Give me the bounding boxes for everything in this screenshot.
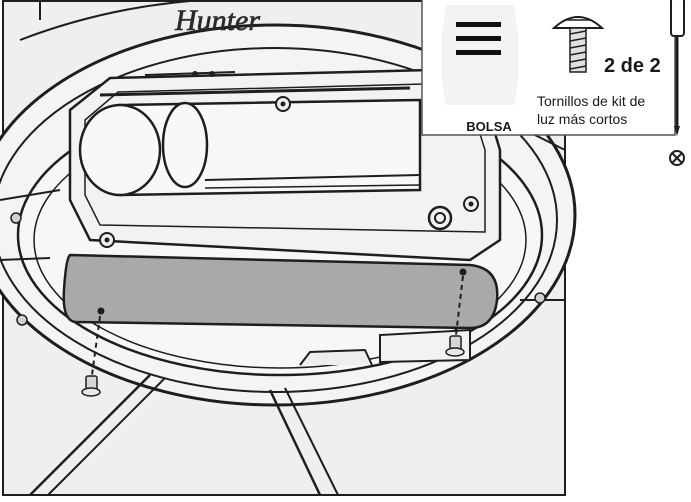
phillips-icon [669, 150, 685, 166]
rim-screw [10, 212, 546, 326]
mount-screw [99, 232, 115, 248]
mount-screw [275, 96, 291, 112]
screw-caption-line2: luz más cortos [537, 111, 627, 127]
screw-icon [551, 16, 605, 73]
parts-callout: BOLSA 2 de 2 Tornillos de kit de luz más… [421, 0, 676, 136]
wire-nut [427, 205, 453, 231]
cover-screw [81, 375, 101, 397]
screw-caption-line1: Tornillos de kit de [537, 93, 645, 109]
screw-count: 2 de 2 [604, 55, 661, 77]
bag-icon: BOLSA [441, 5, 519, 134]
bag-label: BOLSA [466, 119, 512, 134]
switch-cover-plate [62, 253, 499, 330]
cover-screw [445, 335, 465, 357]
brand-logo: Hunter [174, 4, 260, 37]
mount-screw [463, 196, 479, 212]
screwdriver-icon [670, 0, 685, 136]
